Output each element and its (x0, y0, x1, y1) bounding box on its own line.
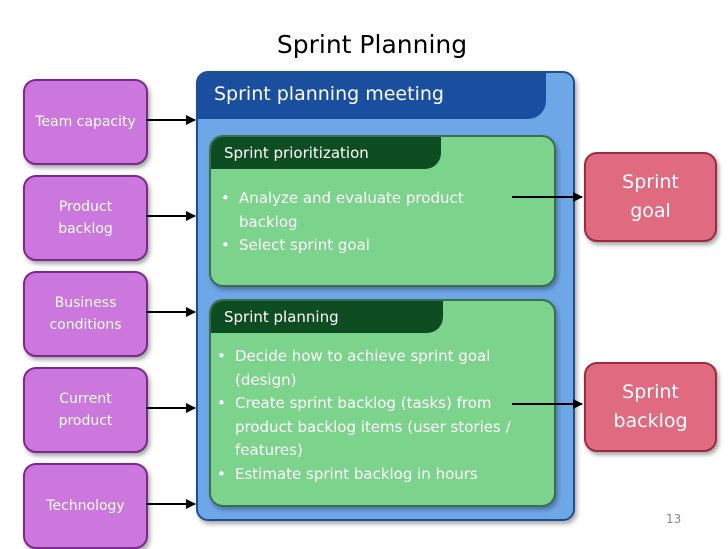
diagram-title: Sprint Planning (276, 30, 468, 59)
list-item: Decide how to achieve sprint goal (desig… (215, 345, 515, 392)
sprint-planning-header: Sprint planning (211, 301, 443, 333)
sprint-prioritization-title: Sprint prioritization (224, 144, 369, 162)
sprint-planning-box: Sprint planning Decide how to achieve sp… (209, 299, 556, 507)
list-item: Analyze and evaluate product backlog (219, 187, 509, 234)
sprint-prioritization-box: Sprint prioritization Analyze and evalua… (209, 135, 556, 287)
input-business-conditions: Business conditions (23, 271, 148, 357)
input-current-product: Current product (23, 367, 148, 453)
list-item: Create sprint backlog (tasks) from produ… (215, 392, 515, 463)
sprint-prioritization-list: Analyze and evaluate product backlog Sel… (219, 187, 509, 258)
sprint-planning-title: Sprint planning (224, 308, 339, 326)
output-sprint-backlog: Sprint backlog (584, 362, 717, 452)
sprint-prioritization-header: Sprint prioritization (211, 137, 441, 169)
sprint-planning-meeting: Sprint planning meeting Sprint prioritiz… (196, 71, 575, 521)
output-sprint-goal: Sprint goal (584, 152, 717, 242)
meeting-header: Sprint planning meeting (198, 73, 546, 119)
input-team-capacity: Team capacity (23, 79, 148, 165)
list-item: Estimate sprint backlog in hours (215, 463, 515, 487)
input-product-backlog: Product backlog (23, 175, 148, 261)
page-number: 13 (666, 512, 682, 526)
list-item: Select sprint goal (219, 234, 509, 258)
sprint-planning-list: Decide how to achieve sprint goal (desig… (215, 345, 515, 486)
input-technology: Technology (23, 463, 148, 549)
meeting-title: Sprint planning meeting (214, 83, 444, 105)
